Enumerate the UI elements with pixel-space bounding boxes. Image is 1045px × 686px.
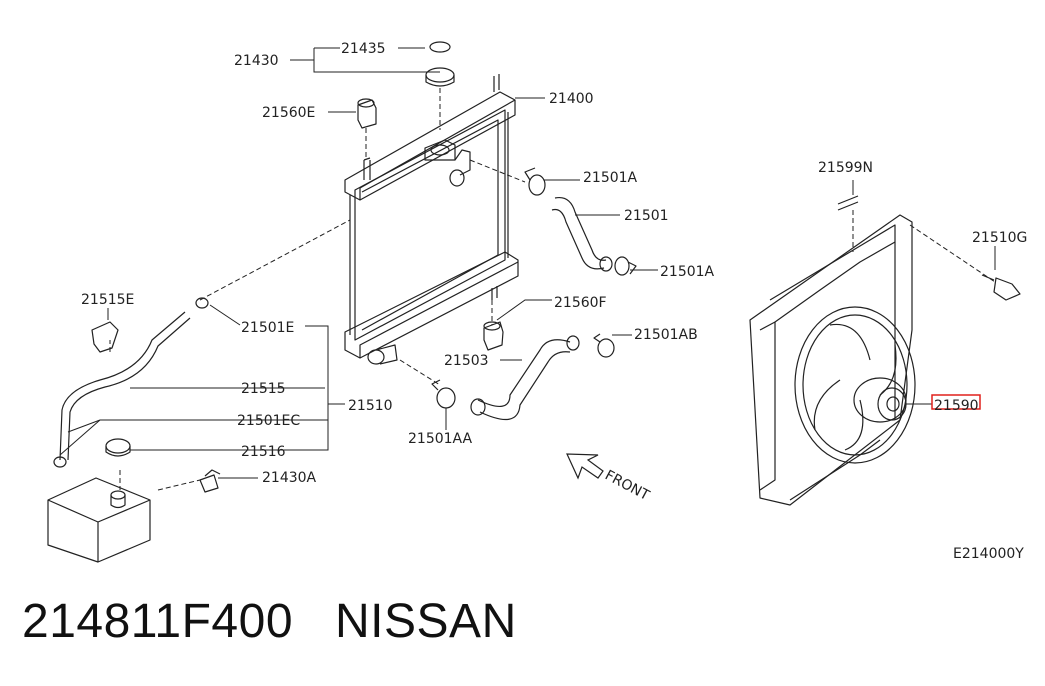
label-21501A-top: 21501A [583,170,638,186]
label-21503: 21503 [444,353,489,369]
label-21510: 21510 [348,398,393,414]
label-21515: 21515 [241,381,286,397]
upper-radiator-hose [551,196,613,272]
part-number: 214811F400 [22,595,294,648]
brand-name: NISSAN [335,595,517,648]
label-21501: 21501 [624,208,669,224]
label-21599N: 21599N [818,160,873,176]
shroud-clip [837,195,859,211]
fan-shroud [749,214,916,506]
part-labels: 21430 21435 21400 21560E 21501A 21501 21… [81,41,1027,562]
assembly-lines [109,88,996,491]
reservoir-cap [105,438,131,457]
hose-clamp-ec [53,456,67,468]
leader-lines [59,47,996,479]
figure-code: E214000Y [953,546,1024,562]
label-21560E: 21560E [262,105,315,121]
hose-clamp-lower-aa [431,379,456,409]
label-front: FRONT [602,467,652,504]
label-21516: 21516 [241,444,286,460]
hose-clamp-lower-ab [593,333,615,358]
label-21501AA: 21501AA [408,431,473,447]
front-arrow [566,453,604,480]
label-21510G: 21510G [972,230,1027,246]
label-21430A: 21430A [262,470,317,486]
part-caption: 214811F400 NISSAN [22,594,517,649]
label-21430: 21430 [234,53,279,69]
label-21590: 21590 [934,398,979,414]
label-21560F: 21560F [554,295,607,311]
drain-plug [199,469,221,493]
label-21501AB: 21501AB [634,327,698,343]
label-21400: 21400 [549,91,594,107]
radiator-cap [425,41,455,87]
label-21501E: 21501E [241,320,294,336]
reservoir-tank [47,477,151,563]
mounting-grommet-lower [483,321,504,351]
label-21501EC: 21501EC [237,413,300,429]
label-21515E: 21515E [81,292,134,308]
fan-motor [853,377,907,423]
highlight-box-21590 [931,394,981,410]
hose-clamp-upper-2 [614,256,637,276]
reservoir-hose [59,311,191,461]
lower-radiator-hose [470,335,580,421]
label-21501A-mid: 21501A [660,264,715,280]
hose-clamp-e [195,297,209,309]
reservoir-bracket [91,321,119,353]
fan-shroud-bolt [981,274,1021,301]
mounting-grommet-upper [357,98,377,129]
hose-clamp-upper-1 [524,167,546,196]
radiator [344,74,519,365]
label-21435: 21435 [341,41,386,57]
fan-blades [813,323,897,451]
